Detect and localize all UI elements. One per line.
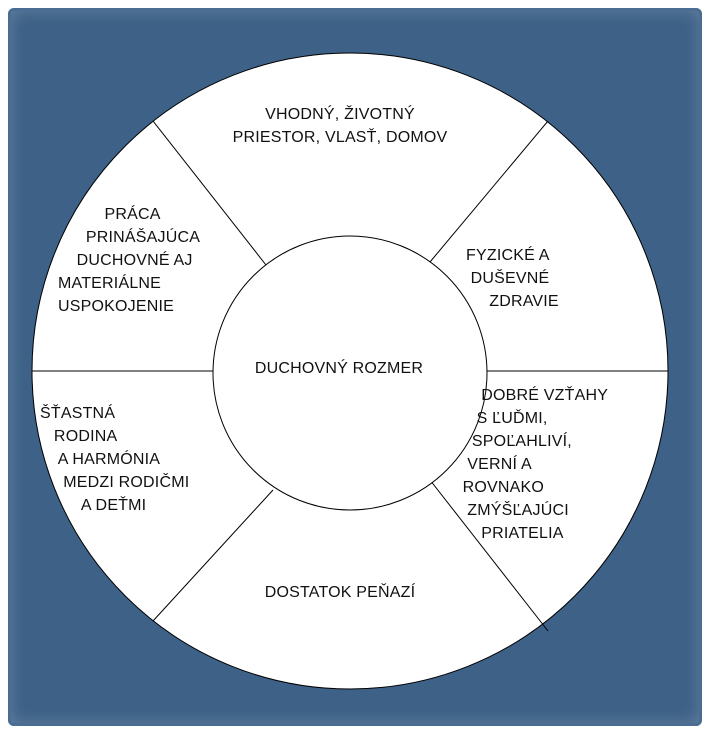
segment-top-left-label: PRÁCA PRINÁŠAJÚCA DUCHOVNÉ AJ MATERIÁLNE… — [58, 206, 201, 315]
divider-top-right — [429, 120, 549, 263]
inner-circle — [212, 235, 488, 511]
divider-bottom-right — [429, 479, 549, 632]
segment-right-label: DOBRÉ VZŤAHY S ĽUĎMI, SPOĽAHLIVÍ, VERNÍ … — [462, 387, 609, 542]
divider-top-left — [152, 120, 267, 266]
segment-top-label: VHODNÝ, ŽIVOTNÝ PRIESTOR, VLASŤ, DOMOV — [232, 106, 448, 146]
segment-top-right-label: FYZICKÉ A DUŠEVNÉ ZDRAVIE — [466, 247, 559, 310]
divider-bottom-left — [152, 489, 274, 622]
center-label: DUCHOVNÝ ROZMER — [254, 360, 424, 377]
segment-left-label: ŠŤASTNÁ RODINA A HARMÓNIA MEDZI RODIČMI … — [40, 405, 190, 514]
segment-bottom-label: DOSTATOK PEŇAZÍ — [264, 584, 416, 601]
